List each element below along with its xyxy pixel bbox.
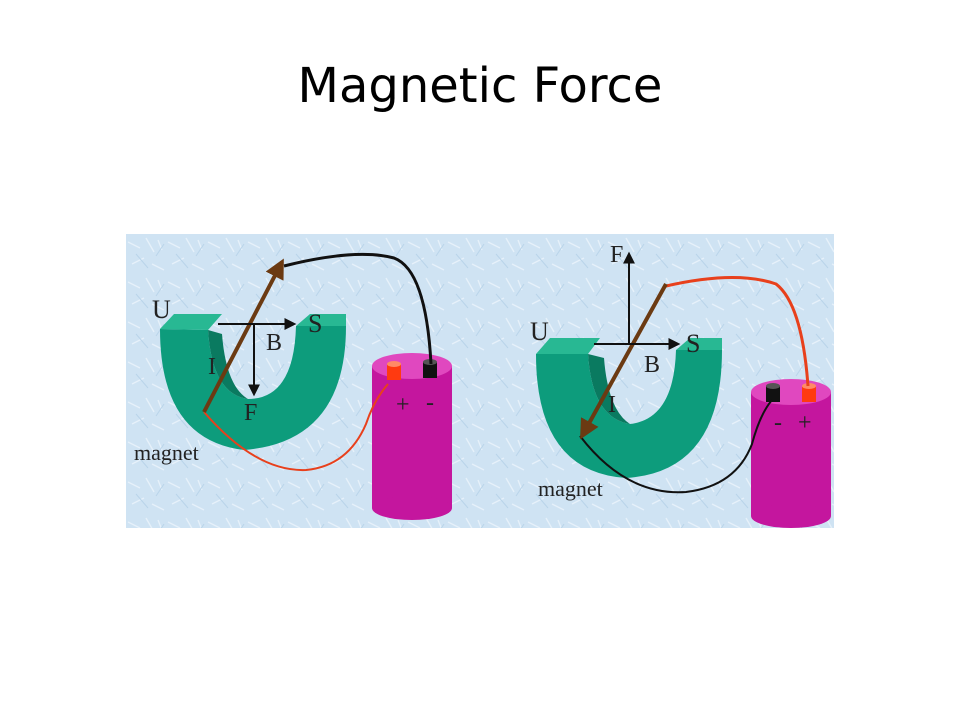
right-label-i: I	[608, 392, 616, 418]
left-black-wire	[283, 252, 433, 365]
left-pole-s: S	[308, 309, 322, 338]
left-negative-terminal	[423, 362, 437, 378]
left-label-i: I	[208, 354, 216, 380]
left-setup: U S B I F magnet + -	[134, 252, 452, 520]
left-label-f: F	[244, 400, 257, 426]
right-black-wire	[579, 399, 773, 494]
slide-title: Magnetic Force	[297, 58, 663, 114]
left-red-wire	[203, 383, 389, 472]
right-magnet	[536, 338, 722, 478]
left-pole-u: U	[152, 295, 171, 324]
right-magnet-label: magnet	[538, 476, 603, 501]
right-red-wire	[665, 275, 810, 387]
magnetic-force-diagram: U S B I F magnet + -	[126, 234, 834, 528]
left-minus-sign: -	[426, 390, 434, 416]
right-pole-u: U	[530, 317, 549, 346]
right-positive-terminal	[802, 386, 816, 402]
left-positive-terminal	[387, 364, 401, 380]
right-negative-terminal	[766, 386, 780, 402]
left-plus-sign: +	[396, 392, 410, 418]
right-label-b: B	[644, 352, 660, 378]
right-minus-sign: -	[774, 410, 782, 436]
right-setup: F U S B I magnet - +	[530, 242, 831, 528]
right-plus-sign: +	[798, 410, 812, 436]
left-label-b: B	[266, 330, 282, 356]
right-battery	[751, 379, 831, 528]
left-magnet-label: magnet	[134, 440, 199, 465]
right-conductor-arrow	[580, 283, 668, 440]
left-conductor-arrow	[202, 258, 284, 413]
left-battery	[372, 353, 452, 520]
left-magnet	[160, 314, 346, 450]
right-pole-s: S	[686, 329, 700, 358]
right-label-f: F	[610, 242, 623, 268]
